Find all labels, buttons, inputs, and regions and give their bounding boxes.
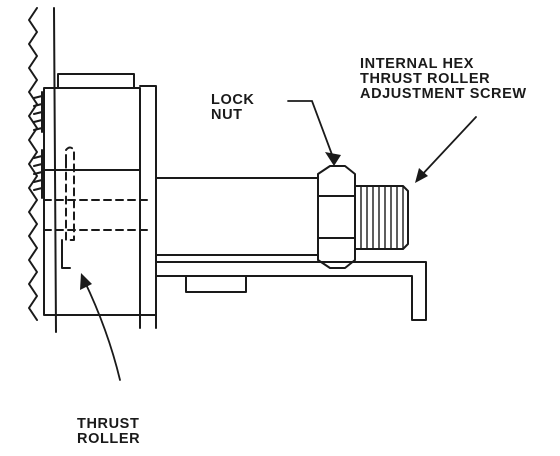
lock-nut-leader: [287, 100, 335, 161]
roller-hidden-bore: [43, 199, 151, 231]
screw-threads: [360, 185, 404, 250]
thrust-roller-arrowhead: [80, 273, 92, 290]
thrust-roller-leader: [83, 279, 121, 381]
lock-nut-label: LOCK NUT: [211, 92, 255, 123]
adjustment-screw-leader: [418, 116, 477, 179]
adjustment-screw-label: INTERNAL HEX THRUST ROLLER ADJUSTMENT SC…: [360, 56, 527, 102]
adjustment-screw-arrowhead: [415, 168, 428, 183]
serrated-wheel-edge: [28, 7, 38, 321]
thrust-roller: [65, 146, 75, 241]
housing-bolt-lower: [33, 149, 43, 199]
support-bracket: [155, 261, 427, 321]
roller-lip: [61, 239, 71, 269]
thrust-roller-label: THRUST ROLLER: [77, 416, 141, 447]
threaded-screw-end: [354, 185, 409, 250]
plate-lower-extension: [139, 314, 157, 329]
housing-bolt-upper: [33, 91, 43, 133]
bearing-housing: [43, 87, 141, 316]
bracket-pad: [185, 275, 247, 293]
lock-nut-arrowhead: [325, 152, 341, 166]
screw-shaft: [155, 177, 319, 256]
housing-top-step: [57, 73, 135, 89]
lock-nut: [317, 165, 356, 269]
